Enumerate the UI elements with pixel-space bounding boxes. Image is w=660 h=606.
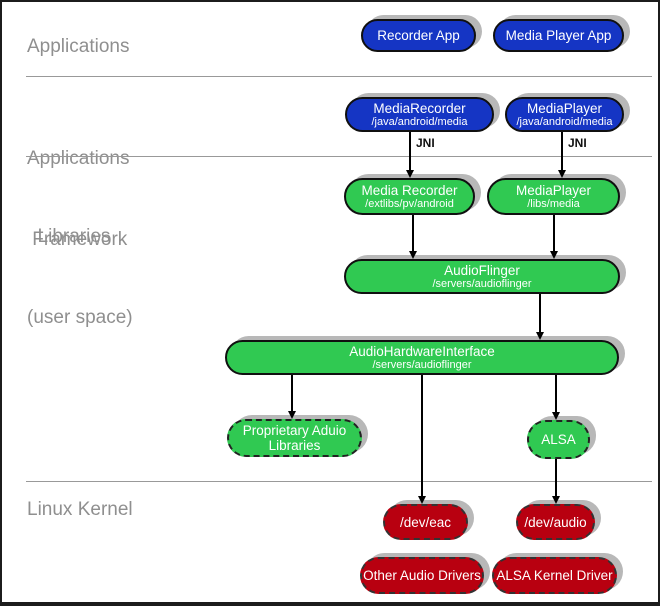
node-subtitle: /servers/audioflinger — [372, 358, 472, 371]
node-title: Media Player App — [505, 28, 612, 43]
divider-libraries-kernel — [26, 481, 652, 482]
node-title: Proprietary Aduio Libraries — [242, 423, 347, 453]
node-title: Other Audio Drivers — [363, 568, 481, 583]
node-title: /dev/audio — [524, 514, 587, 530]
node-title: ALSA — [541, 432, 576, 447]
node-title: AudioFlinger — [444, 262, 520, 278]
node-audio-hardware-interface: AudioHardwareInterface /servers/audiofli… — [225, 340, 619, 375]
node-dev-eac: /dev/eac — [383, 504, 468, 540]
node-subtitle: /libs/media — [527, 197, 580, 210]
arrow-ahi-to-proprietary-libraries — [288, 375, 296, 419]
node-alsa-kernel-driver: ALSA Kernel Driver — [492, 557, 617, 594]
arrow-mediarecorder-to-media-recorder-lib — [406, 132, 414, 178]
node-recorder-app: Recorder App — [361, 19, 476, 52]
section-label-linux-kernel: Linux Kernel — [27, 499, 133, 520]
node-title: MediaPlayer — [526, 100, 603, 116]
node-subtitle: /extlibs/pv/android — [365, 197, 454, 210]
section-label-line: (user space) — [27, 307, 133, 328]
arrow-alsa-to-dev-audio — [552, 459, 560, 504]
section-label-applications-framework: Applications Framework — [27, 91, 129, 307]
arrowhead-down-icon — [536, 332, 544, 340]
jni-label-right: JNI — [568, 136, 587, 150]
arrow-media-recorder-lib-to-audioflinger — [409, 215, 417, 259]
section-label-applications: Applications — [27, 36, 130, 57]
arrowhead-down-icon — [552, 496, 560, 504]
divider-applications-framework — [26, 76, 652, 77]
node-media-recorder-library: Media Recorder /extlibs/pv/android — [344, 178, 475, 215]
node-title: Media Recorder — [361, 182, 458, 198]
node-mediaplayer-library: MediaPlayer /libs/media — [487, 178, 620, 215]
node-title: Recorder App — [377, 28, 460, 43]
section-label-line: Libraries — [27, 226, 111, 247]
arrowhead-down-icon — [558, 170, 566, 178]
arrowhead-down-icon — [406, 170, 414, 178]
divider-framework-libraries — [26, 156, 652, 157]
node-title: AudioHardwareInterface — [349, 343, 495, 359]
arrow-audioflinger-to-audio-hardware-interface — [536, 294, 544, 340]
arrowhead-down-icon — [409, 251, 417, 259]
section-label-libraries-user-space: Libraries (user space) — [27, 169, 133, 385]
arrowhead-down-icon — [550, 251, 558, 259]
arrowhead-down-icon — [288, 411, 296, 419]
node-other-audio-drivers: Other Audio Drivers — [360, 557, 484, 594]
node-title: MediaPlayer — [515, 182, 592, 198]
node-audioflinger: AudioFlinger /servers/audioflinger — [344, 259, 620, 294]
arrow-ahi-to-dev-eac — [418, 375, 426, 504]
node-subtitle: /java/android/media — [516, 115, 613, 128]
node-title: ALSA Kernel Driver — [496, 568, 613, 583]
arrow-mediaplayer-lib-to-audioflinger — [550, 215, 558, 259]
arrowhead-down-icon — [552, 412, 560, 420]
jni-label-left: JNI — [416, 136, 435, 150]
section-label-line: Framework — [27, 229, 128, 250]
node-mediaplayer-framework: MediaPlayer /java/android/media — [505, 97, 624, 132]
node-alsa: ALSA — [527, 420, 590, 459]
node-media-player-app: Media Player App — [493, 19, 624, 52]
node-subtitle: /java/android/media — [371, 115, 468, 128]
node-title: MediaRecorder — [373, 100, 466, 116]
node-mediarecorder-framework: MediaRecorder /java/android/media — [345, 97, 494, 132]
node-dev-audio: /dev/audio — [516, 504, 595, 540]
node-subtitle: /servers/audioflinger — [432, 277, 532, 290]
node-proprietary-audio-libraries: Proprietary Aduio Libraries — [227, 419, 362, 457]
section-label-line: Applications — [27, 148, 130, 169]
node-title: /dev/eac — [399, 514, 452, 530]
arrow-mediaplayer-to-mediaplayer-lib — [558, 132, 566, 178]
arrowhead-down-icon — [418, 496, 426, 504]
arrow-ahi-to-alsa — [552, 375, 560, 420]
